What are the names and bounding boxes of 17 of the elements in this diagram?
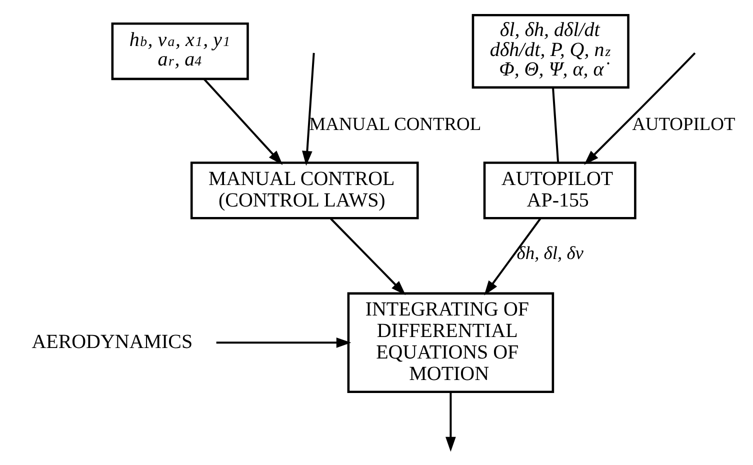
- edge-label: AUTOPILOT: [632, 114, 736, 134]
- node-text: AERODYNAMICS: [32, 330, 193, 353]
- arrow: [203, 78, 283, 165]
- arrow: [330, 218, 406, 296]
- node-box: δl, δh, dδl/dt dδh/dt, P, Q, nz Φ, Θ, Ψ, α, α̇: [472, 14, 630, 89]
- edge-label: MANUAL CONTROL: [309, 114, 482, 134]
- connector: [552, 88, 560, 163]
- arrow: [584, 52, 696, 165]
- arrow: [446, 392, 456, 452]
- edge-label: δh, δl, δv: [516, 243, 584, 264]
- arrow: [302, 52, 315, 166]
- arrow: [216, 337, 352, 348]
- arrow: [484, 218, 542, 296]
- node-box: AUTOPILOT AP-155: [483, 162, 636, 220]
- node-box: INTEGRATING OF DIFFERENTIAL EQUATIONS OF MOTION: [347, 292, 554, 393]
- node-box: MANUAL CONTROL (CONTROL LAWS): [190, 162, 419, 220]
- node-box: hb, va, x1, y1 ar, a4: [111, 22, 249, 80]
